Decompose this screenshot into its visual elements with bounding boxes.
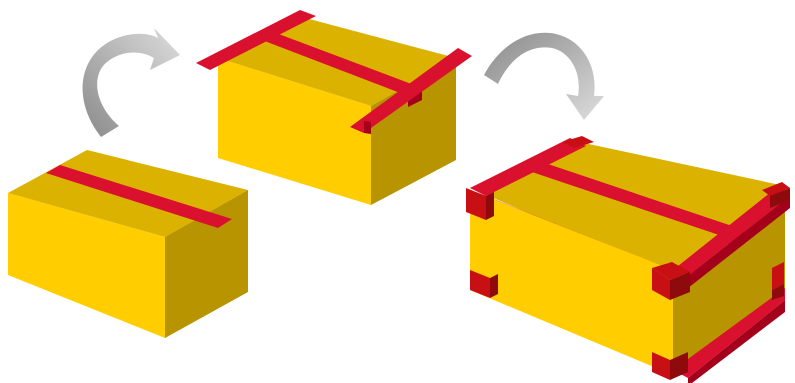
- box-2-tape-right: [350, 48, 472, 133]
- box-2-tape-main: [196, 10, 316, 70]
- box-3-band-right-bottom: [673, 288, 785, 378]
- box-3-front: [470, 190, 673, 375]
- box-3-corner-top-left: [466, 188, 494, 220]
- box-3-band-right-top: [673, 188, 790, 276]
- box-1-front: [8, 193, 165, 338]
- box-3-corner-bottom-left: [470, 270, 498, 298]
- box-3-corner-bottom-right: [772, 262, 784, 300]
- curved-arrow-1-icon: [82, 28, 180, 137]
- box-1-tape-top: [46, 165, 232, 228]
- box-2-tape-cross: [262, 33, 422, 96]
- box-step-2: [196, 10, 472, 205]
- box-step-3: [466, 136, 790, 383]
- box-1-side: [165, 190, 248, 338]
- box-3-band-right-top-dark: [688, 196, 790, 288]
- box-2-front: [218, 58, 371, 205]
- curved-arrow-2-icon: [484, 32, 604, 120]
- box-3-corner-bottom-front: [652, 352, 688, 380]
- box-3-corner-top-back: [562, 136, 594, 148]
- box-3-corner-front-top: [652, 262, 690, 300]
- box-2-tape-right-fold: [364, 121, 371, 134]
- box-3-band-center: [520, 160, 744, 238]
- box-3-band-right-bottom-dark: [688, 300, 785, 383]
- box-step-1: [8, 150, 248, 338]
- box-3-corner-top-right: [762, 182, 790, 208]
- box-2-side: [371, 58, 456, 205]
